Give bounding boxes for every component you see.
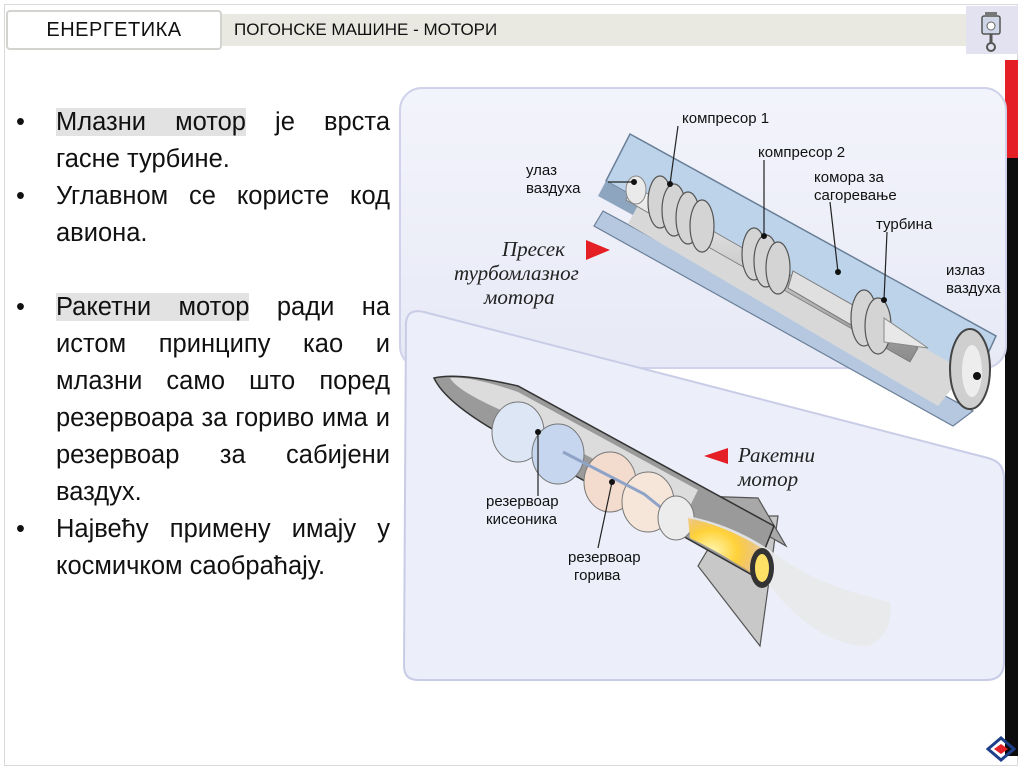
- highlight-term: Млазни мотор: [56, 108, 246, 136]
- label-oxygen-tank: резервоар: [486, 493, 559, 510]
- accent-strip-black: [1005, 158, 1018, 756]
- bullet-item: • Највећу примену имају у космичком саоб…: [14, 511, 390, 585]
- label-air-exhaust: ваздуха: [946, 280, 1001, 297]
- turbojet-title: Пресек: [501, 237, 565, 261]
- label-turbine: турбина: [876, 216, 933, 233]
- bullet-text: је врста гасне турбине.: [56, 108, 390, 173]
- bullet-dot: •: [16, 293, 25, 321]
- label-oxygen-tank: кисеоника: [486, 511, 558, 528]
- engine-diagram: компресор 1 компресор 2 улаз ваздуха ком…: [399, 87, 1007, 681]
- label-compressor-1: компресор 1: [682, 110, 769, 127]
- label-combustion-chamber: комора за: [814, 169, 884, 186]
- turbojet-pointer-icon: [586, 240, 610, 260]
- label-air-inlet: улаз: [526, 162, 557, 179]
- label-fuel-tank: резервоар: [568, 549, 641, 566]
- bullet-item: • Млазни мотор је врста гасне турбине.: [14, 104, 390, 178]
- bullet-item: • Углавном се користе код авиона.: [14, 178, 390, 252]
- label-combustion-chamber: сагоревање: [814, 187, 897, 204]
- bullet-text: ради на истом принципу као и млазни само…: [56, 293, 391, 506]
- rocket-title: мотор: [737, 467, 798, 491]
- highlight-term: Ракетни мотор: [56, 293, 250, 321]
- rocket-pointer-icon: [704, 448, 728, 464]
- bullet-dot: •: [16, 515, 25, 543]
- turbojet-title: турбомлазног: [454, 261, 579, 285]
- navigation-logo-icon[interactable]: [986, 736, 1016, 762]
- rocket-engine: [432, 375, 891, 648]
- label-air-exhaust: излаз: [946, 262, 985, 279]
- piston-engine-icon[interactable]: [966, 6, 1018, 54]
- rocket-title: Ракетни: [737, 443, 815, 467]
- bullet-dot: •: [16, 108, 25, 136]
- bullet-text: Углавном се користе код авиона.: [56, 182, 390, 247]
- label-fuel-tank: горива: [574, 567, 621, 584]
- accent-strip-red: [1005, 60, 1018, 158]
- bullet-list: • Млазни мотор је врста гасне турбине. •…: [14, 104, 390, 585]
- bullet-dot: •: [16, 182, 25, 210]
- lesson-title: ПОГОНСКЕ МАШИНЕ - МОТОРИ: [234, 20, 498, 39]
- bullet-item: • Ракетни мотор ради на истом принципу к…: [14, 289, 390, 511]
- turbojet-engine: [593, 125, 997, 427]
- section-tab[interactable]: ЕНЕРГЕТИКА: [6, 10, 222, 50]
- turbojet-title: мотора: [483, 285, 555, 309]
- label-air-inlet: ваздуха: [526, 180, 581, 197]
- bullet-text: Највећу примену имају у космичком саобра…: [56, 515, 390, 580]
- label-compressor-2: компресор 2: [758, 144, 845, 161]
